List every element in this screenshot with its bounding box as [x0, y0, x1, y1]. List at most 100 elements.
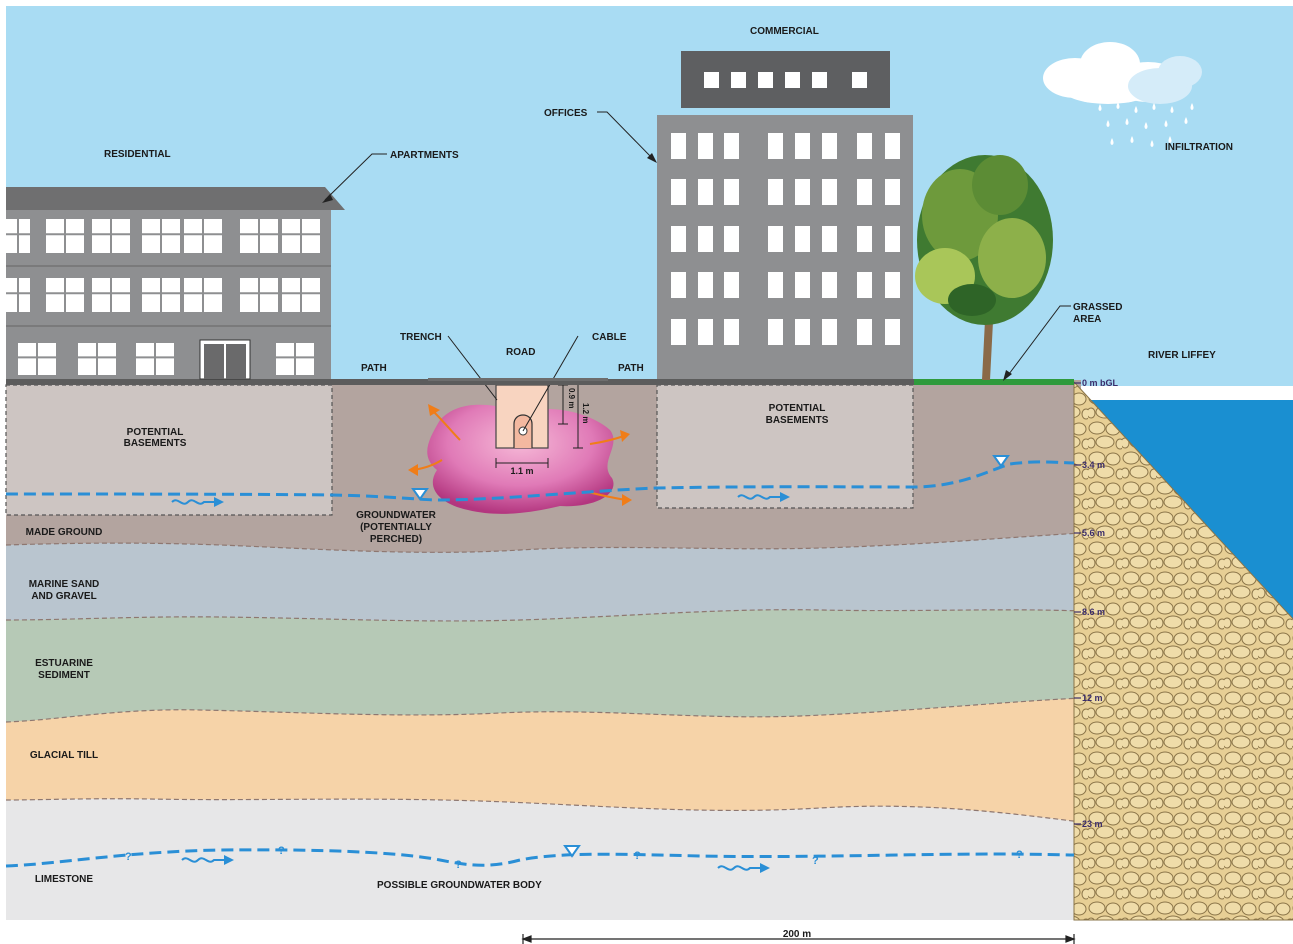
window	[698, 319, 713, 345]
label-infiltration: INFILTRATION	[1165, 142, 1233, 153]
layer-label: AND GRAVEL	[31, 591, 96, 602]
label-cable: CABLE	[592, 332, 627, 343]
window	[885, 226, 900, 252]
window	[698, 179, 713, 205]
water-table-markers	[411, 455, 1010, 858]
window	[768, 133, 783, 159]
unknown-markers: ? ? ? ? ? ?	[125, 845, 1023, 871]
window	[698, 226, 713, 252]
ground-surface	[6, 379, 914, 385]
window	[92, 219, 130, 253]
depth-label: 12 m	[1082, 693, 1103, 703]
label-commercial: COMMERCIAL	[750, 26, 819, 37]
window	[857, 319, 872, 345]
offices-windows	[671, 133, 900, 345]
rain-drop	[1098, 104, 1102, 111]
window	[282, 278, 320, 312]
commercial-building	[657, 51, 913, 379]
window	[812, 72, 827, 88]
apartment-windows	[6, 219, 320, 375]
unknown-marker: ?	[455, 859, 462, 871]
label-basements-right: POTENTIAL	[769, 403, 826, 414]
label-path-right: PATH	[618, 363, 644, 374]
window	[142, 219, 180, 253]
window	[795, 133, 810, 159]
unknown-marker: ?	[812, 855, 819, 867]
unknown-marker: ?	[1016, 849, 1023, 861]
rain-drops	[1098, 102, 1194, 147]
window	[142, 278, 180, 312]
depth-label: 0 m bGL	[1082, 378, 1119, 388]
layer-boundary-4	[5, 798, 1082, 823]
label-offices: OFFICES	[544, 108, 588, 119]
label-basements-left-2: BASEMENTS	[124, 438, 187, 449]
water-table-marker	[411, 488, 429, 501]
trench-leader	[447, 335, 498, 401]
label-possible-groundwater: POSSIBLE GROUNDWATER BODY	[377, 880, 542, 891]
window	[240, 219, 278, 253]
window	[671, 319, 686, 345]
layer-label: MARINE SAND	[29, 579, 100, 590]
label-grassed-area: GRASSED	[1073, 302, 1122, 313]
depth-label: 23 m	[1082, 819, 1103, 829]
window	[6, 278, 30, 312]
depth-label: 3.4 m	[1082, 460, 1105, 470]
window	[857, 133, 872, 159]
window	[282, 219, 320, 253]
window	[724, 272, 739, 298]
window	[768, 179, 783, 205]
shallow-water-table	[5, 460, 1075, 502]
window	[671, 226, 686, 252]
window	[671, 272, 686, 298]
depth-label: 8.6 m	[1082, 607, 1105, 617]
layer-boundary-3	[5, 697, 1082, 723]
road-surface	[428, 378, 608, 381]
contamination-plume	[427, 404, 614, 514]
window	[240, 278, 278, 312]
unknown-marker: ?	[634, 850, 641, 862]
flow-arrows	[171, 492, 790, 873]
window	[46, 278, 84, 312]
label-groundwater-2: (POTENTIALLY	[360, 522, 432, 533]
window	[795, 319, 810, 345]
window	[768, 319, 783, 345]
window	[758, 72, 773, 88]
window	[857, 226, 872, 252]
window	[885, 133, 900, 159]
rain-drop	[1168, 136, 1172, 143]
window	[698, 272, 713, 298]
water-table-marker	[563, 845, 581, 858]
window	[671, 179, 686, 205]
window	[822, 226, 837, 252]
label-scale-bar: 200 m	[783, 929, 811, 940]
layer-label: GLACIAL TILL	[30, 750, 98, 761]
rain-drop	[1152, 103, 1156, 110]
label-groundwater: GROUNDWATER	[356, 510, 437, 521]
rain-drop	[1184, 117, 1188, 124]
rain-drop	[1134, 106, 1138, 113]
rain-drop	[1110, 138, 1114, 145]
rain-drop	[1170, 106, 1174, 113]
rain-drop	[1106, 120, 1110, 127]
window	[857, 179, 872, 205]
tree	[915, 155, 1053, 380]
rain-drop	[1164, 120, 1168, 127]
window	[6, 219, 30, 253]
window	[822, 319, 837, 345]
window	[92, 278, 130, 312]
residential-building	[6, 187, 345, 380]
window	[795, 179, 810, 205]
window	[768, 272, 783, 298]
rain-drop	[1116, 102, 1120, 109]
offices-facade	[657, 115, 913, 379]
window	[724, 133, 739, 159]
river-embankment	[1073, 380, 1293, 921]
label-groundwater-3: PERCHED)	[370, 534, 422, 545]
grassed-area	[914, 379, 1074, 385]
window	[724, 319, 739, 345]
window	[885, 319, 900, 345]
depth-label: 5.6 m	[1082, 528, 1105, 538]
window	[885, 179, 900, 205]
scale-bar	[521, 934, 1076, 944]
